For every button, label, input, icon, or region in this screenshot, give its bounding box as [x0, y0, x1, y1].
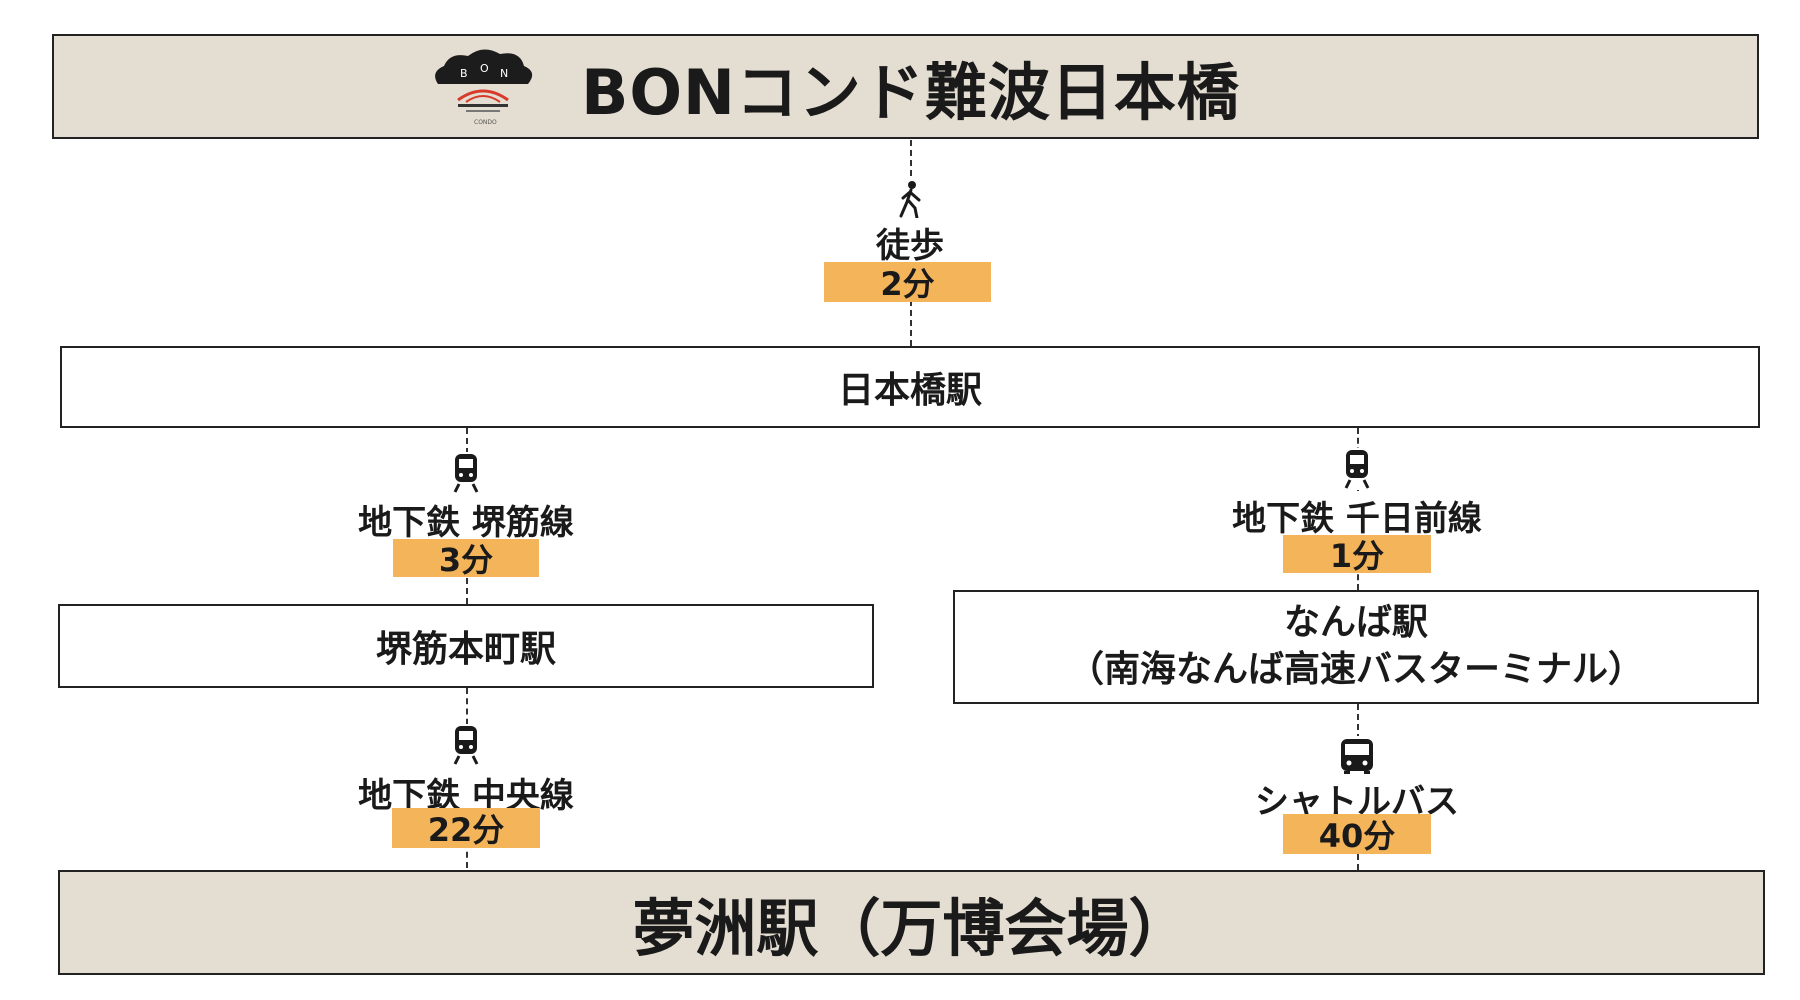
chuo-time-badge: 22分 [392, 808, 540, 849]
sennichimae-time-badge: 1分 [1283, 535, 1431, 575]
nihonbashi-station-box: 日本橋駅 [60, 346, 1760, 428]
train-icon [451, 724, 481, 766]
walking-person-icon [895, 180, 925, 220]
sakaisuji-line-label: 地下鉄 堺筋線 [354, 495, 578, 544]
namba-bus-terminal-name: （南海なんば高速バスターミナル） [1067, 649, 1644, 690]
train-icon [1342, 448, 1372, 490]
nihonbashi-station-name: 日本橋駅 [837, 370, 982, 411]
sakaisuji-honmachi-station-box: 堺筋本町駅 [58, 604, 874, 688]
sakaisuji-time-badge: 3分 [393, 539, 539, 579]
train-icon [451, 452, 481, 494]
hotel-logo: B O N CONDO [435, 49, 533, 126]
sakaisuji-honmachi-station-name: 堺筋本町駅 [375, 629, 556, 670]
walk-time-badge: 2分 [824, 262, 991, 303]
hotel-name: BONコンド難波日本橋 [581, 55, 1240, 129]
bus-icon [1338, 736, 1376, 780]
sennichimae-line-label: 地下鉄 千日前線 [1228, 491, 1486, 540]
svg-text:O: O [480, 62, 489, 75]
shuttle-bus-time-badge: 40分 [1283, 814, 1431, 855]
namba-station-name: なんば駅 [1283, 602, 1428, 644]
hotel-box: BONコンド難波日本橋 [52, 34, 1759, 139]
svg-text:CONDO: CONDO [474, 119, 497, 126]
svg-text:B: B [460, 67, 468, 80]
yumeshima-destination-box: 夢洲駅（万博会場） [58, 870, 1765, 975]
yumeshima-station-name: 夢洲駅（万博会場） [632, 891, 1191, 965]
namba-station-box: なんば駅 （南海なんば高速バスターミナル） [953, 590, 1759, 704]
svg-text:N: N [500, 67, 508, 80]
walk-label: 徒歩 [872, 218, 948, 267]
